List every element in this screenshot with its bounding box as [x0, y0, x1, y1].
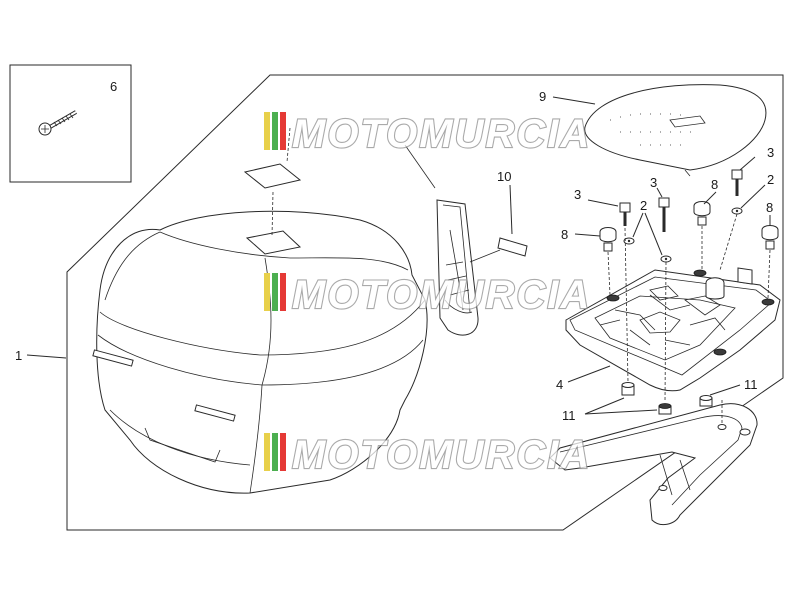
screw-inset-frame: [9, 64, 132, 183]
callout-6: 6: [110, 79, 117, 94]
callout-11-right: 11: [744, 377, 758, 392]
mounting-plate: [565, 267, 781, 392]
leader-lines: [26, 96, 771, 415]
watermark-text: MOTOMURCIA: [292, 112, 591, 156]
callout-8-right: 8: [766, 200, 773, 215]
callout-8-middle: 8: [711, 177, 718, 192]
callout-11-left: 11: [562, 408, 576, 423]
watermark-bottom: MOTOMURCIA: [264, 432, 591, 478]
callout-10: 10: [497, 169, 511, 184]
assembly-frame: [66, 74, 784, 531]
callout-3-right: 3: [767, 145, 774, 160]
callout-3-left: 3: [574, 187, 581, 202]
rack-bracket: [549, 400, 758, 526]
screw-icon: [38, 110, 77, 136]
callout-9: 9: [539, 89, 546, 104]
backrest-top-pad: [584, 84, 767, 177]
callout-labels: 1 6 9 10 3 3 3 2 2 8 8 8 4 11 11: [15, 79, 774, 423]
watermark-text: MOTOMURCIA: [292, 433, 591, 477]
callout-1: 1: [15, 348, 22, 363]
callout-2-right: 2: [767, 172, 774, 187]
mounting-hardware: [599, 169, 779, 415]
watermark-text: MOTOMURCIA: [292, 273, 591, 317]
callout-4: 4: [556, 377, 563, 392]
callout-8-left: 8: [561, 227, 568, 242]
callout-2-middle: 2: [640, 198, 647, 213]
watermark-top: MOTOMURCIA: [264, 111, 591, 157]
lid-pad: [243, 127, 302, 237]
top-case: [92, 210, 428, 494]
callout-3-middle: 3: [650, 175, 657, 190]
watermark-middle: MOTOMURCIA: [264, 272, 591, 318]
backrest-pad: [404, 144, 528, 336]
